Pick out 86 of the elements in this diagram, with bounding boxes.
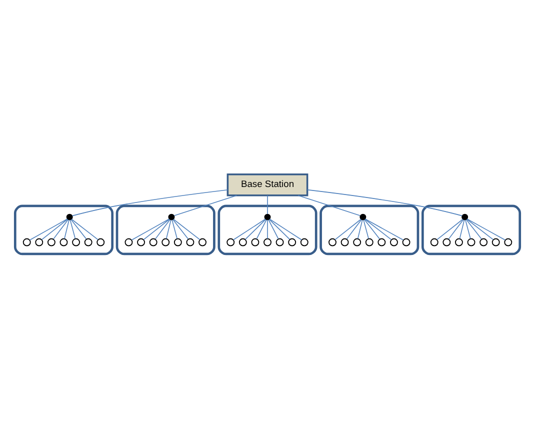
connector (364, 219, 380, 240)
connector (131, 218, 170, 240)
connector (172, 220, 178, 240)
connector (466, 219, 482, 240)
connector (166, 220, 172, 240)
node-dot (264, 214, 271, 220)
node-circle (96, 238, 105, 246)
node-circle (22, 238, 31, 246)
node-circle (402, 238, 410, 246)
node-circle (276, 238, 284, 246)
node-dot (360, 214, 366, 220)
connector (70, 220, 76, 240)
cluster (218, 204, 318, 256)
connector (269, 218, 302, 240)
node-dot (168, 214, 175, 220)
connector (174, 195, 237, 216)
connector (244, 219, 266, 240)
connector (267, 195, 268, 214)
node-circle (264, 238, 272, 246)
connector (256, 219, 267, 240)
node-circle (504, 238, 512, 246)
node-circle (390, 238, 398, 246)
node-circle (162, 238, 170, 246)
connector (143, 218, 170, 240)
connector (466, 218, 506, 240)
node-circle (149, 238, 158, 246)
connector (267, 220, 268, 240)
node-circle (186, 238, 194, 246)
node-circle (454, 238, 463, 246)
node-box: Base Station (226, 173, 308, 196)
node-circle (198, 238, 206, 246)
cluster (14, 204, 114, 256)
connector (72, 189, 228, 216)
node-circle (251, 238, 260, 246)
node-circle (84, 238, 92, 246)
connector (466, 218, 494, 240)
node-circle (238, 238, 247, 246)
node-circle (60, 238, 68, 246)
connector (364, 218, 404, 240)
connector (448, 219, 464, 240)
connector (465, 220, 471, 240)
node-circle (492, 238, 500, 246)
cluster (320, 204, 420, 256)
connector (363, 220, 369, 240)
connector (41, 218, 68, 240)
node-circle (300, 238, 308, 246)
node-circle (353, 238, 362, 246)
connector (346, 219, 362, 240)
node-circle (47, 238, 56, 246)
node-circle (137, 238, 145, 246)
node-circle (480, 238, 488, 246)
connector (173, 218, 200, 240)
node-circle (328, 238, 336, 246)
connector (71, 218, 98, 240)
node-circle (340, 238, 349, 246)
connector (268, 219, 279, 240)
connector (70, 219, 87, 240)
node-circle (430, 238, 438, 246)
node-circle (226, 238, 235, 246)
connector (357, 220, 363, 240)
connector (64, 220, 70, 240)
node-circle (174, 238, 182, 246)
node-dot (462, 214, 468, 220)
connector (298, 195, 361, 216)
node-circle (365, 238, 374, 246)
cluster (422, 204, 522, 256)
connector (334, 218, 362, 240)
connector (232, 218, 266, 240)
node-circle (442, 238, 451, 246)
connector (29, 218, 68, 240)
node-circle (124, 238, 133, 246)
node-dot (66, 214, 73, 220)
connector (53, 219, 68, 240)
connector (154, 219, 170, 240)
node-circle (378, 238, 386, 246)
node-circle (288, 238, 296, 246)
connector (307, 189, 463, 216)
connector (364, 218, 392, 240)
connector (459, 220, 465, 240)
cluster (116, 204, 216, 256)
node-circle (467, 238, 476, 246)
connector (172, 219, 189, 240)
connector (436, 218, 464, 240)
node-circle (35, 238, 44, 246)
connector (269, 219, 290, 240)
node-circle (72, 238, 80, 246)
